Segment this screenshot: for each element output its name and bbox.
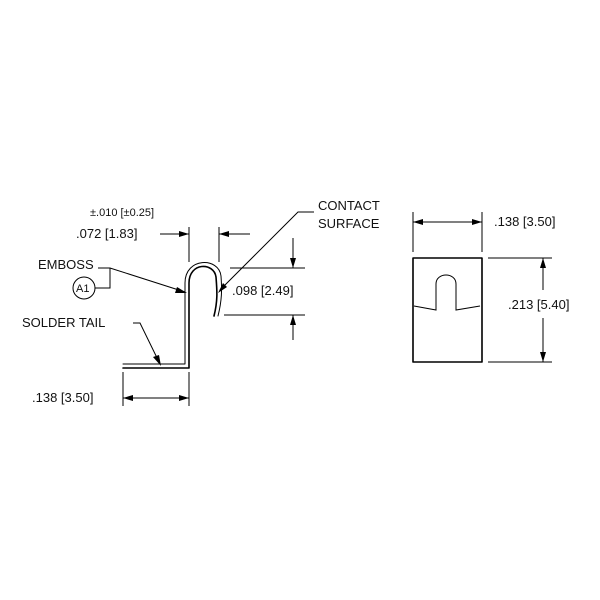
contact-098-label: .098 [2.49] xyxy=(232,283,293,298)
arrow-front-height-top xyxy=(540,258,546,268)
arrow-front-height-bottom xyxy=(540,352,546,362)
part-profile xyxy=(122,265,218,369)
arrow-098-bottom xyxy=(290,315,296,325)
contact-leader xyxy=(219,211,314,291)
base-138-label: .138 [3.50] xyxy=(32,390,93,405)
arrow-base-right xyxy=(179,395,189,401)
tolerance-label: ±.010 [±0.25] xyxy=(90,207,154,219)
arrow-front-width-left xyxy=(413,219,423,225)
arrow-base-left xyxy=(123,395,133,401)
emboss-leader-arrow xyxy=(175,287,187,293)
front-view: .138 [3.50] .213 [5.40] xyxy=(412,212,569,363)
emboss-callout-circle xyxy=(72,276,96,300)
arrow-front-width-right xyxy=(472,219,482,225)
contact-label-line2: SURFACE xyxy=(318,216,380,231)
front-view-slot xyxy=(413,274,481,311)
side-view: ±.010 [±0.25] .072 [1.83] EMBOSS A1 SOLD… xyxy=(22,198,380,406)
front-height-label: .213 [5.40] xyxy=(508,297,569,312)
front-width-label: .138 [3.50] xyxy=(494,214,555,229)
solder-tail-leader xyxy=(133,322,161,365)
front-view-outline xyxy=(412,257,483,363)
solder-tail-label: SOLDER TAIL xyxy=(22,315,105,330)
contact-leader-arrow xyxy=(218,283,227,293)
emboss-callout-text: A1 xyxy=(76,283,89,295)
part-profile-inner xyxy=(122,262,223,365)
arrow-072-left xyxy=(179,231,189,237)
solder-tail-arrow xyxy=(153,355,161,366)
emboss-leader xyxy=(98,267,186,293)
width-072-label: .072 [1.83] xyxy=(76,226,137,241)
arrow-098-top xyxy=(290,258,296,268)
emboss-callout-leader xyxy=(95,268,111,289)
emboss-label: EMBOSS xyxy=(38,257,94,272)
contact-label-line1: CONTACT xyxy=(318,198,380,213)
arrow-072-right xyxy=(219,231,229,237)
